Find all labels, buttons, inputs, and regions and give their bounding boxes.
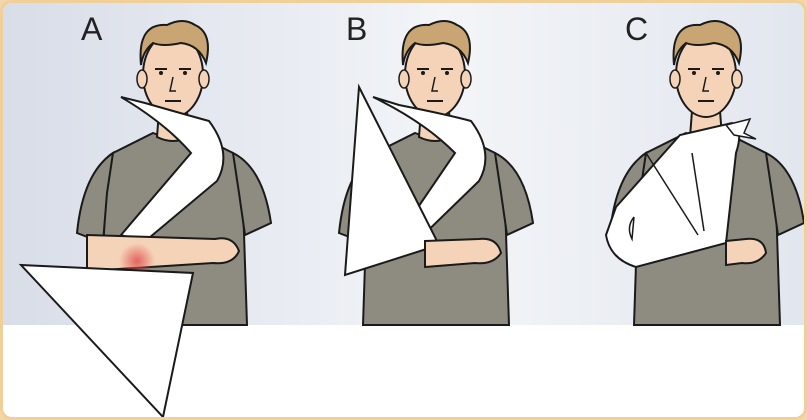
panel-label-b: B: [346, 13, 367, 45]
sling-diagram: [3, 3, 804, 417]
panel-a-figure: [21, 21, 271, 417]
panel-label-a: A: [81, 13, 102, 45]
panel-c-figure: [606, 21, 804, 325]
panel-label-c: C: [625, 13, 648, 45]
panel-b-figure: [339, 21, 533, 325]
